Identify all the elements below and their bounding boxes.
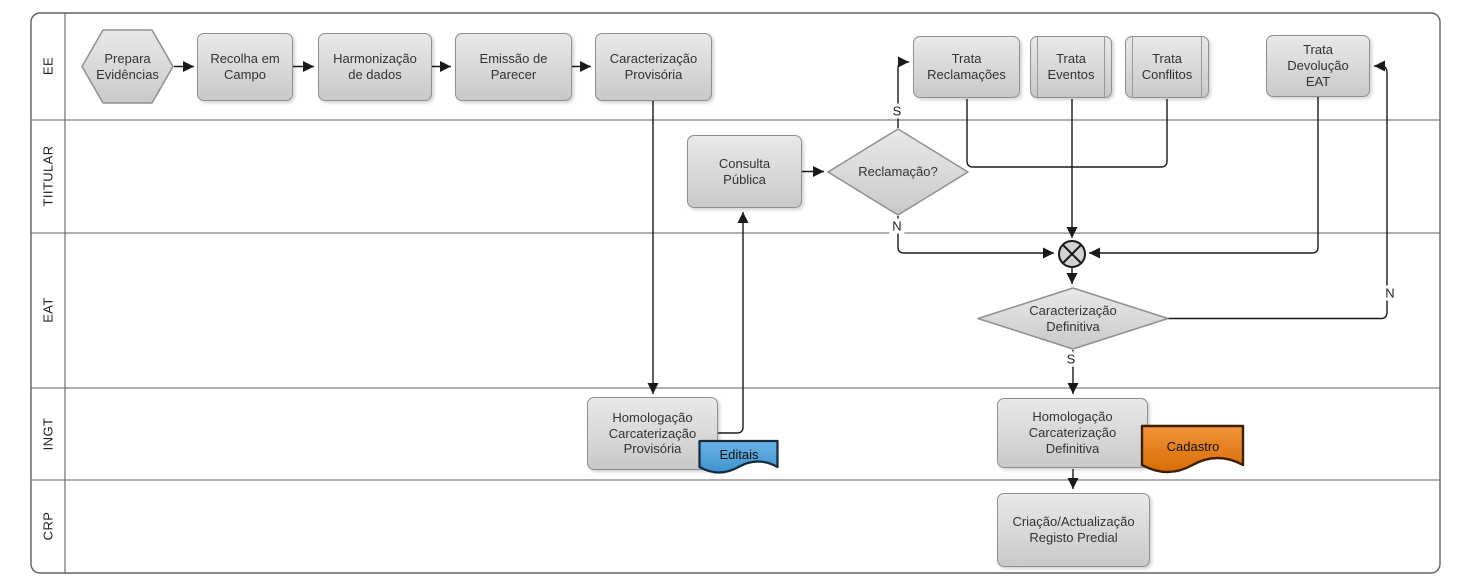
subprocess-border-line [1104,37,1105,97]
reclamacao-diamond [827,128,969,216]
caracterizacao-definitiva-diamond [977,287,1169,350]
subprocess-border-line [1132,37,1133,97]
task-trata-reclamacoes: Trata Reclamações [913,36,1020,98]
lane-label-ingt: INGT [40,417,56,451]
pool-frame [30,12,1441,574]
flow-trata-devolucao-xor [1089,97,1319,259]
task-homologacao-definitiva: Homologação Carcaterização Definitiva [997,398,1148,468]
edge-label-reclamacao-s: S [889,103,905,119]
task-consulta-publica: Consulta Pública [687,135,802,208]
task-criacao-registo-predial: Criação/Actualização Registo Predial [997,493,1150,567]
flow-reclamacao-sim-trata [897,56,909,128]
task-trata-conflitos: Trata Conflitos [1125,36,1209,98]
flow-trata-conflitos-merge [1072,99,1168,168]
connectors [174,56,1388,489]
task-homologacao-provisoria: Homologação Carcaterização Provisória [587,397,718,470]
task-emissao-parecer: Emissão de Parecer [455,33,572,101]
task-trata-devolucao-eat: Trata Devolução EAT [1266,35,1370,97]
flow-definitiva-nao-devolucao [1168,60,1388,320]
flow-trata-reclamacoes-merge [966,99,1072,168]
edge-label-reclamacao-n: N [889,218,905,234]
task-label: Trata Conflitos [1141,51,1193,82]
document-editais-shape [698,439,779,474]
task-harmonizacao-dados: Harmonização de dados [318,33,432,101]
lane-label-ee: EE [40,56,56,76]
task-caracterizacao-provisoria: Caracterização Provisória [595,33,712,101]
lane-label-crp: CRP [40,511,56,541]
subprocess-border-line [1037,37,1038,97]
hexagon-shape [81,29,174,104]
lane-label-tiitular: TIITULAR [40,145,56,207]
lane-label-eat: EAT [40,297,56,323]
xor-gateway-icon [1058,240,1086,268]
edge-label-definitiva-s: S [1063,351,1079,367]
document-cadastro-shape [1140,424,1245,474]
task-label: Trata Eventos [1047,51,1095,82]
subprocess-border-line [1201,37,1202,97]
task-recolha-campo: Recolha em Campo [197,33,293,101]
task-trata-eventos: Trata Eventos [1030,36,1112,98]
flow-homologacao-prov-consulta [718,212,749,434]
flow-reclamacao-nao-xor [897,216,1054,259]
edge-label-definitiva-n: N [1382,285,1398,301]
